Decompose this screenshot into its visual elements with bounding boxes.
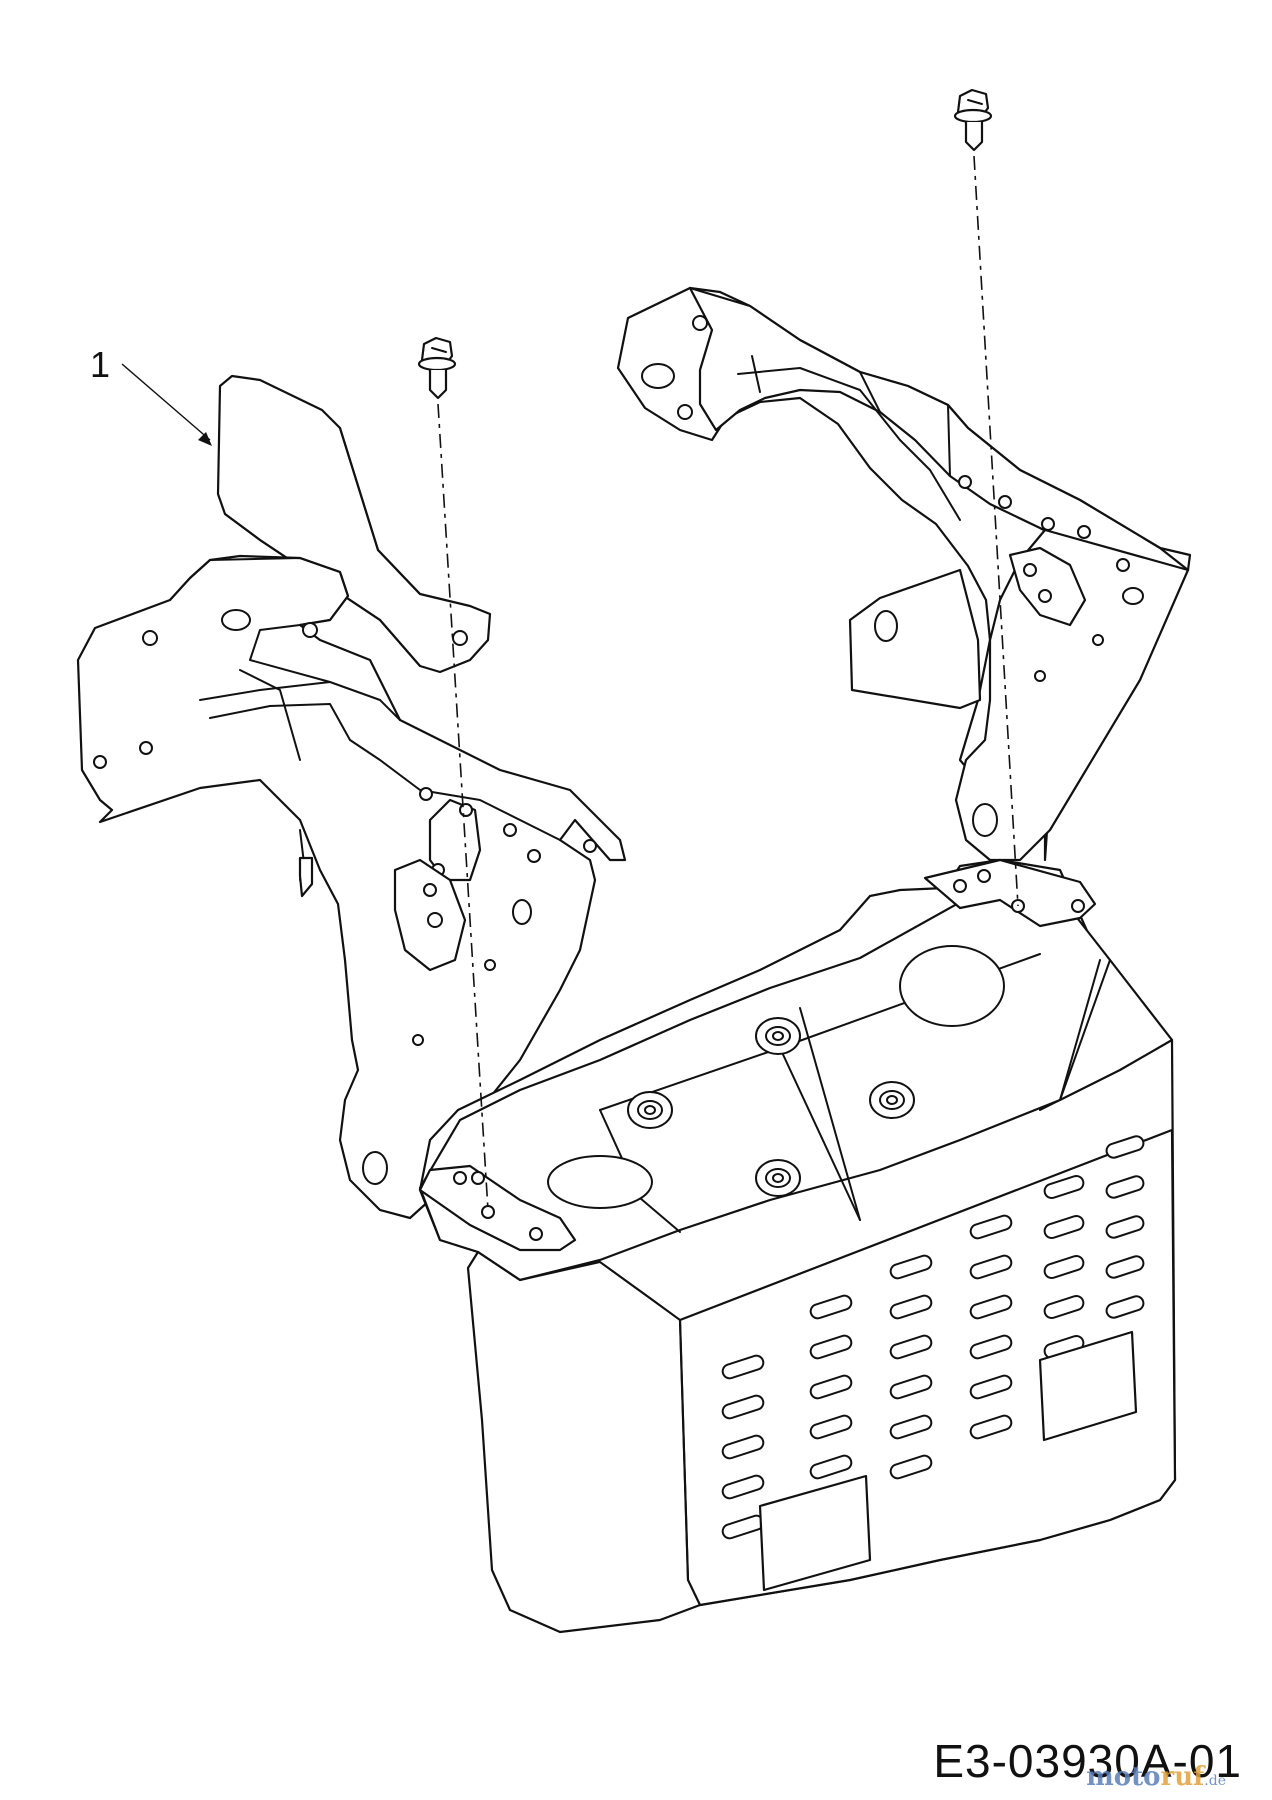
watermark-brand-b: ruf — [1160, 1762, 1205, 1792]
callout-1-leader — [121, 363, 212, 446]
boss-2 — [755, 1017, 801, 1055]
right-bracket — [616, 286, 1192, 862]
boss-1 — [627, 1091, 673, 1129]
callout-number-1: 1 — [90, 344, 111, 385]
boss-3 — [869, 1081, 915, 1119]
bolt-right — [953, 88, 993, 152]
vent-slots — [721, 1135, 1145, 1540]
left-bracket — [76, 554, 627, 1220]
drawing-code: E3-03930A-01 — [933, 1735, 1242, 1787]
assembly-axis-lines — [437, 155, 1019, 1211]
front-weight-housing — [418, 858, 1177, 1634]
watermark-logo: motoruf.de — [1086, 1762, 1226, 1792]
watermark-brand-a: moto — [1086, 1762, 1161, 1792]
bolt-left — [417, 336, 457, 400]
boss-4 — [755, 1159, 801, 1197]
watermark-suffix: .de — [1204, 1773, 1226, 1789]
